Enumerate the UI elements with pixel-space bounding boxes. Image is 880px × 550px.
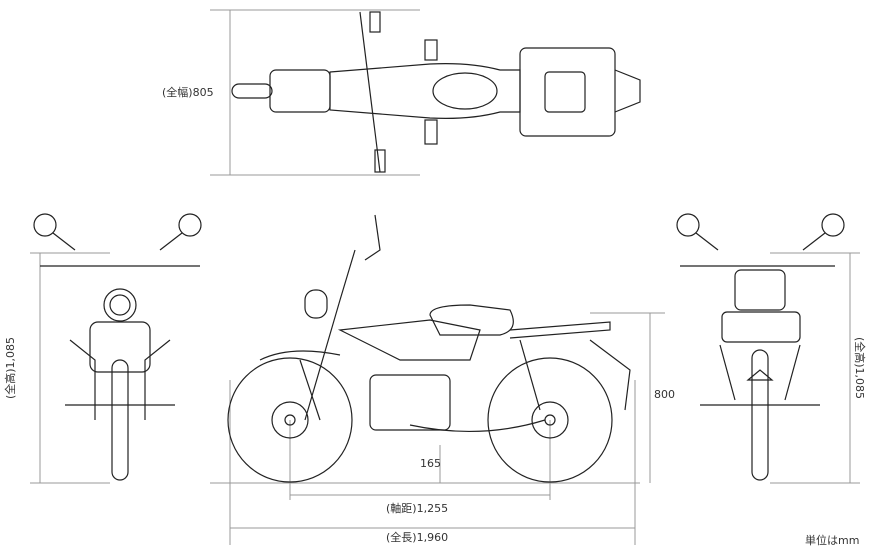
length-label: (全長)1,960 bbox=[386, 531, 449, 544]
wheelbase-label: (軸距)1,255 bbox=[386, 502, 449, 515]
front-height-label: (全高)1,085 bbox=[4, 336, 17, 400]
top-view bbox=[231, 11, 641, 173]
side-view bbox=[227, 214, 631, 483]
dimension-lines bbox=[30, 9, 860, 545]
unit-note: 単位はmm bbox=[805, 534, 860, 547]
rear-view bbox=[676, 213, 845, 481]
width-label: (全幅)805 bbox=[162, 86, 214, 99]
seat-height-label: 800 bbox=[654, 388, 675, 401]
front-view bbox=[33, 213, 202, 481]
ground-clearance-label: 165 bbox=[420, 457, 441, 470]
rear-height-label: (全高)1,085 bbox=[853, 336, 866, 400]
